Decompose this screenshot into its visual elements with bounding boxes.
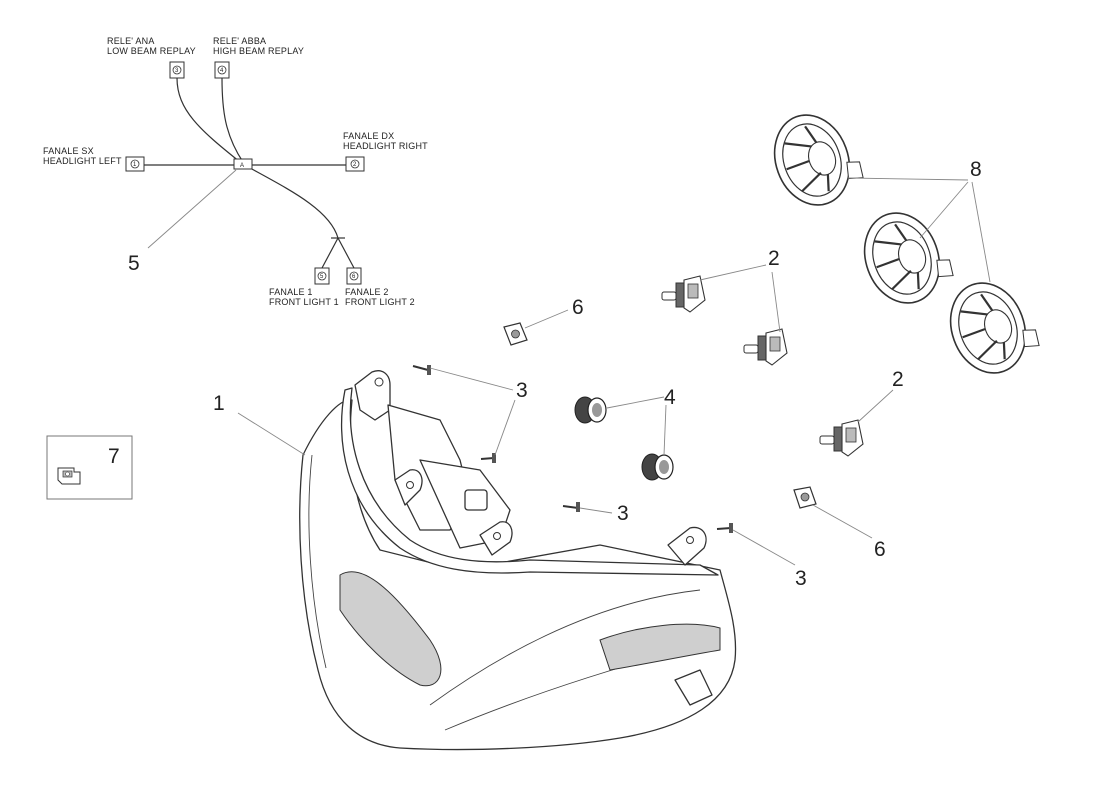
connector-6-pin: 6 xyxy=(352,274,356,280)
front-light-1-label-it: FANALE 1 xyxy=(269,287,313,297)
connector-4: 4 xyxy=(214,61,230,79)
bulbs-group: 2 2 xyxy=(661,247,904,457)
lens-shade-right xyxy=(599,623,721,671)
clip-bracket-icon xyxy=(57,467,81,485)
connector-6: 6 xyxy=(346,267,362,285)
lens-shade-left xyxy=(339,571,442,687)
leader-3c xyxy=(732,529,796,566)
wire-front-light-1 xyxy=(321,237,339,269)
grommets-group: 4 xyxy=(574,386,676,481)
leader-6a xyxy=(524,309,569,329)
screw-icon xyxy=(480,453,496,463)
screws-group: 3 3 3 xyxy=(412,365,807,590)
connector-5: 5 xyxy=(314,267,330,285)
leader-8a xyxy=(847,177,969,181)
wiring-harness-schematic: RELE' ANA LOW BEAM REPLAY RELE' ABBA HIG… xyxy=(43,36,428,307)
mount-tab-right xyxy=(667,526,707,566)
screw-icon xyxy=(412,365,431,375)
wire-low-beam xyxy=(176,77,241,163)
leader-3a-2 xyxy=(494,399,516,456)
front-light-1-label-en: FRONT LIGHT 1 xyxy=(269,297,339,307)
leader-2b xyxy=(857,389,894,423)
wire-front-light-2 xyxy=(337,237,355,269)
headlight-assembly: 1 xyxy=(213,370,737,751)
junction-block xyxy=(233,158,253,170)
mount-tab-top xyxy=(354,370,391,421)
callout-5: 5 xyxy=(128,252,140,275)
headlight-left-label-en: HEADLIGHT LEFT xyxy=(43,156,122,166)
screw-icon xyxy=(716,523,733,533)
headlight-right-label-it: FANALE DX xyxy=(343,131,394,141)
nuts-group: 6 6 xyxy=(503,296,886,561)
bulb-cover-icon xyxy=(773,114,864,206)
bulb-covers-group: 8 xyxy=(773,114,1040,374)
leader-3b xyxy=(579,507,613,514)
bulb-cover-icon xyxy=(863,212,954,304)
connector-3: 3 xyxy=(169,61,185,79)
lens-contour-1 xyxy=(429,589,701,706)
junction-mark: A xyxy=(240,163,244,169)
callout-2b: 2 xyxy=(892,368,904,391)
lens-edge xyxy=(308,454,327,669)
front-light-2-label-it: FANALE 2 xyxy=(345,287,389,297)
connector-3-pin: 3 xyxy=(175,68,179,74)
leader-8c xyxy=(971,181,991,283)
leader-1 xyxy=(237,412,306,456)
headlight-right-label-en: HEADLIGHT RIGHT xyxy=(343,141,428,151)
screw-icon xyxy=(562,502,580,512)
front-light-2-label-en: FRONT LIGHT 2 xyxy=(345,297,415,307)
connector-5-pin: 5 xyxy=(320,274,324,280)
callout-3b: 3 xyxy=(617,502,629,525)
connector-2: 2 xyxy=(345,156,365,172)
bulb-icon xyxy=(743,328,788,366)
bulb-icon xyxy=(819,419,864,457)
leader-2a-2 xyxy=(771,271,781,333)
leader-8b xyxy=(919,181,969,239)
high-beam-relay-label-it: RELE' ABBA xyxy=(213,36,266,46)
leader-4b xyxy=(663,404,667,456)
callout-8: 8 xyxy=(970,158,982,181)
callout-2a: 2 xyxy=(768,247,780,270)
connector-1-pin: 1 xyxy=(133,162,137,168)
leader-3a-1 xyxy=(429,367,514,391)
drl-light-strip xyxy=(340,387,719,576)
leader-4a xyxy=(606,396,665,409)
bottom-bracket xyxy=(674,669,713,706)
inset-box-7: 7 xyxy=(46,435,133,500)
bulb-cover-icon xyxy=(949,282,1040,374)
callout-1: 1 xyxy=(213,392,225,415)
bulb-icon xyxy=(661,275,706,313)
connector-4-pin: 4 xyxy=(220,68,224,74)
callout-6b: 6 xyxy=(874,538,886,561)
grommet-icon xyxy=(574,396,607,424)
callout-6a: 6 xyxy=(572,296,584,319)
callout-4: 4 xyxy=(664,386,676,409)
low-beam-relay-label-it: RELE' ANA xyxy=(107,36,155,46)
wire-front-lights xyxy=(249,167,339,239)
square-nut-icon xyxy=(503,322,528,346)
callout-3c: 3 xyxy=(795,567,807,590)
wire-high-beam xyxy=(221,77,244,163)
callout-3a: 3 xyxy=(516,379,528,402)
connector-1: 1 xyxy=(125,156,145,172)
square-nut-icon xyxy=(793,486,817,509)
leader-5 xyxy=(147,169,237,249)
connector-socket xyxy=(464,489,488,511)
leader-2a-1 xyxy=(699,264,767,281)
callout-7: 7 xyxy=(108,445,120,468)
connector-2-pin: 2 xyxy=(353,162,357,168)
grommet-icon xyxy=(641,453,674,481)
leader-6b xyxy=(812,504,873,539)
low-beam-relay-label-en: LOW BEAM REPLAY xyxy=(107,46,196,56)
headlight-left-label-it: FANALE SX xyxy=(43,146,94,156)
high-beam-relay-label-en: HIGH BEAM REPLAY xyxy=(213,46,304,56)
